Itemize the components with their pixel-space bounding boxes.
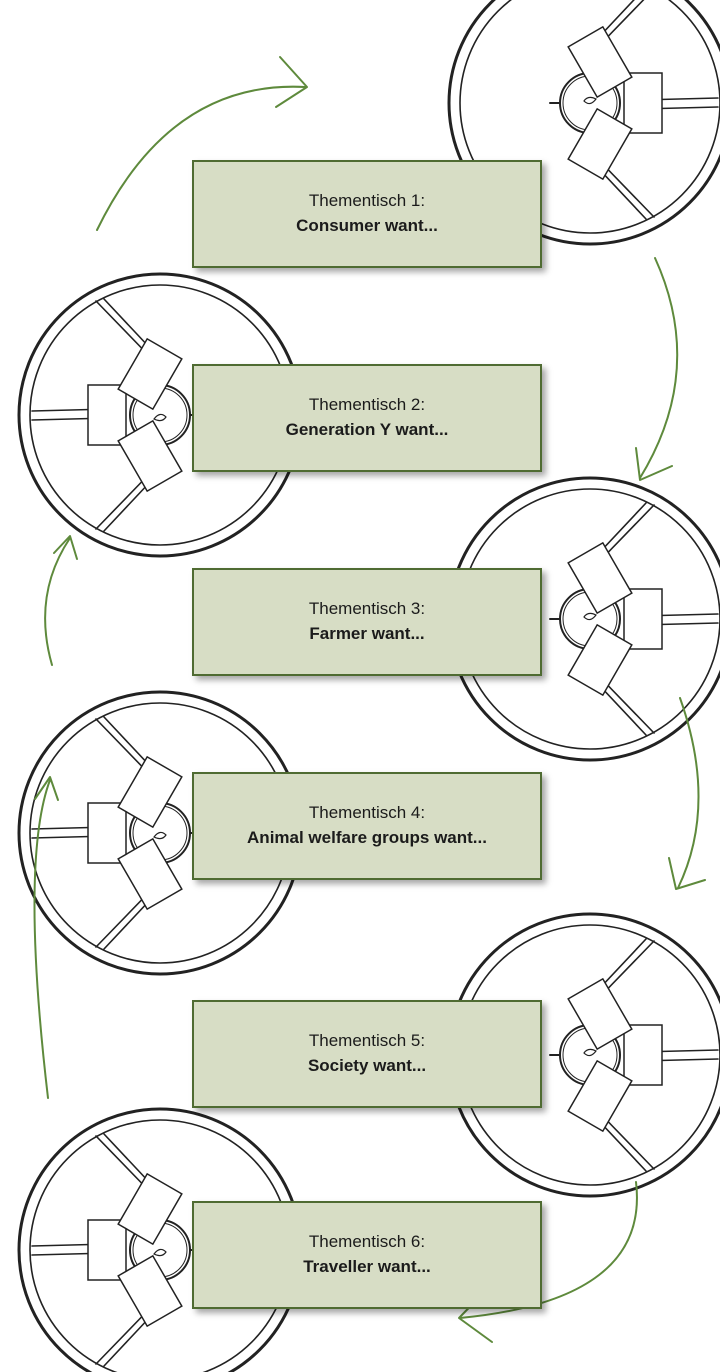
table-number-label: Thementisch 3: [308,599,426,618]
table-topic: Consumer want... [296,216,438,235]
topic-card-1: Thementisch 1: Consumer want... [192,160,542,268]
arrow-5 [33,776,59,1099]
topic-card-5: Thementisch 5: Society want... [192,1000,542,1108]
topic-card-3: Thementisch 3: Farmer want... [192,568,542,676]
arrow-2 [635,257,679,481]
arrow-3 [44,535,78,666]
table-number-label: Thementisch 6: [308,1232,426,1251]
arrow-1 [96,56,308,231]
table-number-label: Thementisch 2: [308,395,426,414]
table-topic: Animal welfare groups want... [247,828,487,847]
topic-card-4: Thementisch 4: Animal welfare groups wan… [192,772,542,880]
table-topic: Traveller want... [303,1257,431,1276]
topic-card-6: Thementisch 6: Traveller want... [192,1201,542,1309]
table-number-label: Thementisch 4: [308,803,426,822]
table-topic: Generation Y want... [285,420,449,439]
table-number-label: Thementisch 5: [308,1031,426,1050]
table-topic: Farmer want... [309,624,425,643]
table-topic: Society want... [307,1056,427,1075]
arrow-4 [668,697,706,890]
topic-card-2: Thementisch 2: Generation Y want... [192,364,542,472]
table-number-label: Thementisch 1: [308,191,426,210]
